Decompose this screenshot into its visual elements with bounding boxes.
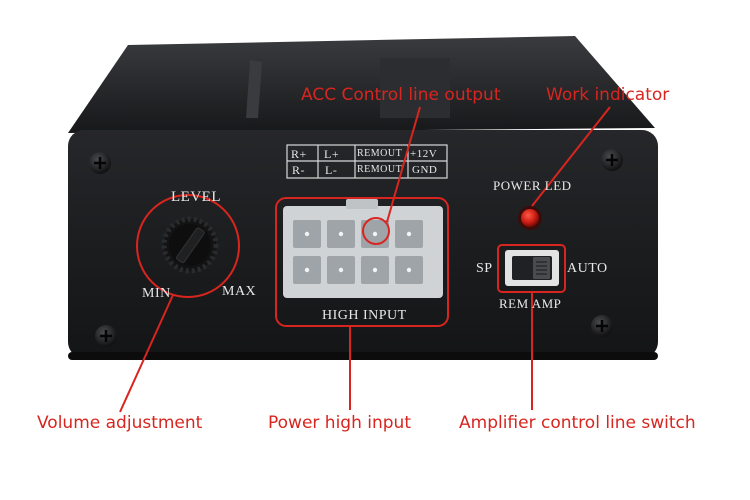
annotation-marks (119, 106, 611, 413)
pin-label-l-plus: L+ (324, 147, 340, 161)
housing-top (68, 36, 655, 133)
pin-label-r-minus: R- (292, 163, 305, 177)
level-label: LEVEL (171, 189, 221, 205)
top-label-plate (380, 58, 450, 118)
screw-icon (95, 325, 117, 347)
screw-icon (591, 315, 613, 337)
power-led (518, 206, 542, 230)
high-input-connector[interactable] (283, 199, 443, 298)
pin-label-r-plus: R+ (291, 147, 307, 161)
amp-switch-highlight-box (497, 244, 566, 293)
pin-label-remout-2: REMOUT (357, 164, 403, 175)
pin-label-12v: +12V (410, 148, 438, 160)
screw-icon (601, 149, 623, 171)
volume-adjustment-callout: Volume adjustment (37, 413, 203, 433)
power-high-input-callout: Power high input (268, 413, 411, 433)
level-knob[interactable] (161, 216, 219, 274)
volume-highlight-circle (136, 194, 240, 298)
pin-table-grid (286, 144, 448, 179)
rem-amp-label: REM AMP (499, 296, 562, 311)
pin-label-remout: REMOUT (357, 148, 403, 159)
amp-switch-callout: Amplifier control line switch (459, 413, 696, 433)
pin-label-l-minus: L- (325, 163, 338, 177)
screw-icon (89, 152, 111, 174)
amp-control-switch[interactable] (505, 250, 559, 286)
pin-label-gnd: GND (412, 164, 438, 176)
acc-pin-highlight-circle (362, 217, 390, 245)
acc-control-callout: ACC Control line output (301, 85, 501, 105)
max-label: MAX (222, 284, 257, 299)
work-indicator-callout: Work indicator (546, 85, 670, 105)
power-led-label: POWER LED (493, 178, 572, 193)
min-label: MIN (142, 286, 171, 301)
high-input-label: HIGH INPUT (322, 308, 407, 323)
auto-label: AUTO (567, 261, 608, 276)
high-input-highlight-box (275, 197, 449, 327)
sp-label: SP (476, 261, 493, 276)
